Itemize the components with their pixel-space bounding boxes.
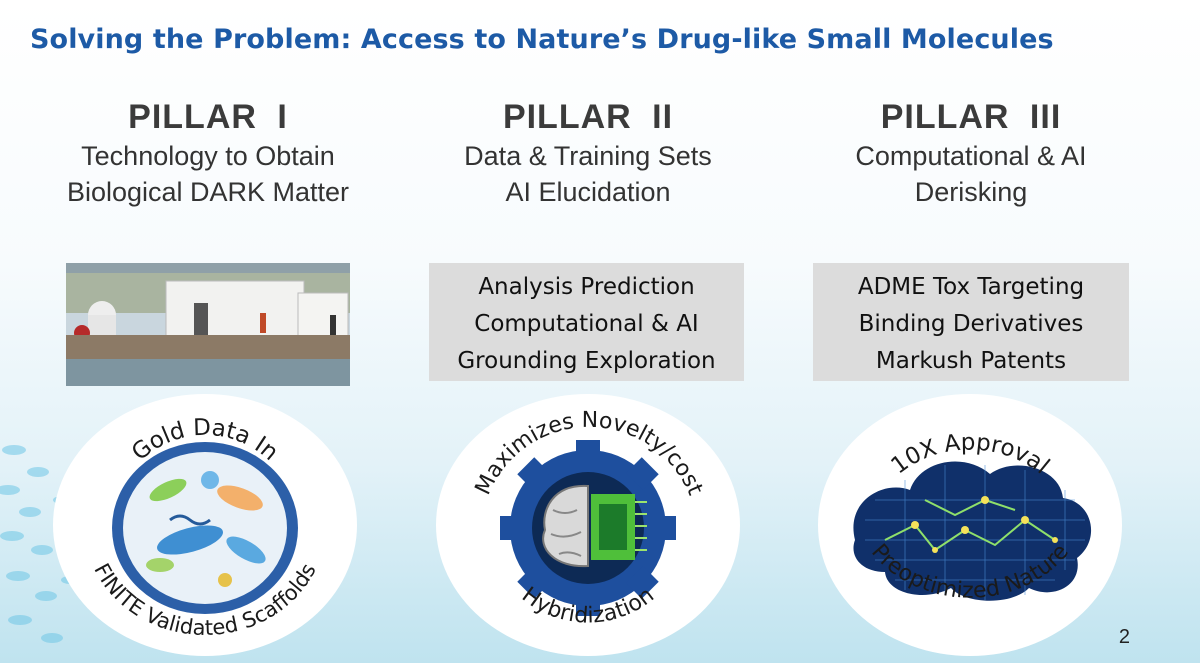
pillar-3-header: PILLAR III Computational & AI Derisking — [771, 96, 1171, 210]
gear-brain-chip-icon — [500, 440, 676, 616]
gold-data-badge: Gold Data In FINITE Validated Scaffolds — [53, 394, 357, 656]
pillar-3-desc-line1: Computational & AI — [855, 141, 1087, 171]
field-lab-photo — [66, 263, 350, 386]
pillar-3-feature-box: ADME Tox Targeting Binding Derivatives M… — [813, 263, 1129, 381]
pillar-2-desc-line1: Data & Training Sets — [464, 141, 712, 171]
pillar-3-desc-line2: Derisking — [914, 177, 1028, 207]
slide-title: Solving the Problem: Access to Nature’s … — [30, 24, 1054, 55]
pillar-3-box-line1: ADME Tox Targeting — [857, 274, 1085, 300]
pillar-2-box-line2: Computational & AI — [474, 311, 699, 337]
page-number: 2 — [1118, 626, 1130, 648]
pillar-1-header: PILLAR I Technology to Obtain Biological… — [8, 96, 408, 210]
pillar-3-box-line3: Markush Patents — [875, 348, 1067, 374]
approval-badge: 10X Approval Preoptimized Nature — [818, 394, 1122, 656]
pillar-1-name: PILLAR I — [128, 98, 288, 136]
novelty-badge: Maximizes Novelty/cost Hybridization — [436, 394, 740, 656]
pillar-2-name: PILLAR II — [502, 98, 674, 136]
pillar-1-desc-line1: Technology to Obtain — [81, 141, 335, 171]
molecule-cloud-icon — [853, 461, 1092, 601]
pillar-2-desc-line2: AI Elucidation — [505, 177, 671, 207]
pillar-2-feature-box: Analysis Prediction Computational & AI G… — [429, 263, 744, 381]
microbes-icon — [146, 471, 266, 587]
pillar-3-box-line2: Binding Derivatives — [858, 311, 1084, 337]
pillar-2-header: PILLAR II Data & Training Sets AI Elucid… — [388, 96, 788, 210]
pillar-1-desc-line2: Biological DARK Matter — [66, 177, 350, 207]
pillar-2-box-line3: Grounding Exploration — [457, 348, 716, 374]
pillar-2-box-line1: Analysis Prediction — [478, 274, 695, 300]
pillar-3-name: PILLAR III — [880, 98, 1062, 136]
